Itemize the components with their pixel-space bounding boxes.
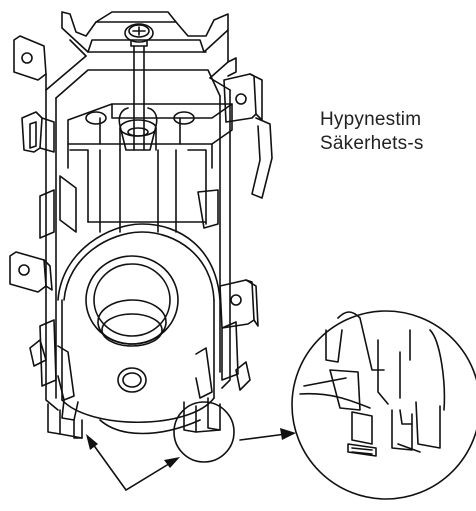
- leader-arrows: [89, 433, 287, 491]
- socket: [57, 223, 221, 435]
- right-top-hook: [227, 57, 273, 199]
- arrow-heads: [86, 428, 296, 468]
- left-bottom-clip: [29, 319, 83, 439]
- upper-box: [39, 103, 233, 239]
- right-lower-tab: [219, 279, 259, 329]
- frame: [45, 55, 231, 411]
- left-side-hook: [21, 111, 55, 153]
- top-bracket: [61, 11, 229, 79]
- right-upper-tab: [223, 73, 263, 123]
- label-line-1: Hypynestim: [320, 109, 422, 130]
- left-upper-tab: [13, 35, 47, 91]
- zoom-source-circle: [173, 401, 235, 463]
- rod: [118, 45, 158, 151]
- zoom-callout: [291, 310, 476, 500]
- label-line-2: Säkerhets-s: [320, 133, 424, 154]
- screw: [124, 23, 154, 47]
- right-bottom-clip: [183, 321, 251, 433]
